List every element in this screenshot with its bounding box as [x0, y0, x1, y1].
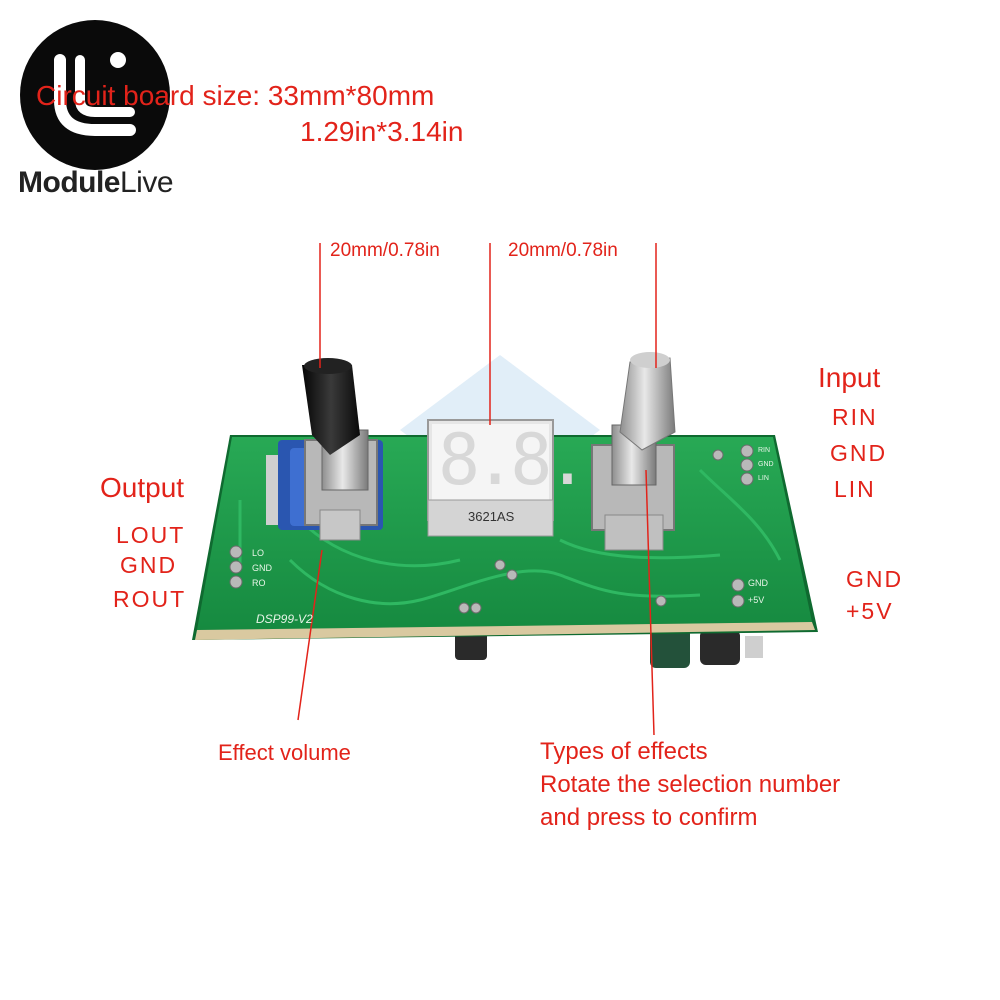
silk-gnd-right: GND: [758, 461, 774, 468]
silk-gnd-left: GND: [252, 563, 272, 573]
effect-type-encoder: [591, 352, 676, 551]
brand-name-light: Live: [120, 166, 174, 199]
callout-lines: [297, 243, 657, 736]
power-pin-5v: +5V: [846, 598, 894, 624]
brand-name: ModuleLive: [18, 166, 174, 200]
input-pin-gnd: GND: [830, 440, 888, 466]
silk-5v: +5V: [748, 595, 765, 605]
pcb-pads: [229, 444, 754, 614]
output-pin-gnd: GND: [120, 552, 178, 578]
board-size-line1: Circuit board size: 33mm*80mm: [36, 80, 435, 111]
callout-effect-volume: Effect volume: [218, 740, 351, 765]
silk-rin: RIN: [758, 447, 771, 454]
callout-types-line3: and press to confirm: [540, 804, 758, 831]
seven-segment-display: [427, 419, 554, 537]
power-pin-gnd: GND: [846, 566, 904, 592]
dimension-left-label: 20mm/0.78in: [330, 240, 440, 261]
silk-ro: RO: [252, 578, 266, 588]
callout-types-line1: Types of effects: [540, 738, 708, 765]
board-model-label: DSP99-V2: [256, 612, 313, 626]
brand-name-bold: Module: [18, 166, 121, 199]
silk-lin: LIN: [758, 475, 769, 482]
silk-gnd-power: GND: [748, 578, 768, 588]
output-pin-rout: ROUT: [113, 586, 187, 612]
under-board-components: [455, 628, 763, 668]
input-title: Input: [818, 362, 881, 393]
silk-lo: LO: [252, 548, 265, 558]
display-chip-label: 3621AS: [468, 509, 515, 524]
output-title: Output: [100, 472, 185, 503]
callout-types-line2: Rotate the selection number: [540, 771, 841, 798]
effect-volume-potentiometer: [266, 358, 383, 541]
dimension-right-label: 20mm/0.78in: [508, 240, 618, 261]
brand-logo-icon: [20, 20, 170, 170]
output-pin-lout: LOUT: [116, 522, 186, 548]
input-pin-rin: RIN: [832, 404, 878, 430]
display-digits: 8.8.: [438, 419, 589, 501]
board-size-line2: 1.29in*3.14in: [300, 116, 464, 147]
input-pin-lin: LIN: [834, 476, 876, 502]
